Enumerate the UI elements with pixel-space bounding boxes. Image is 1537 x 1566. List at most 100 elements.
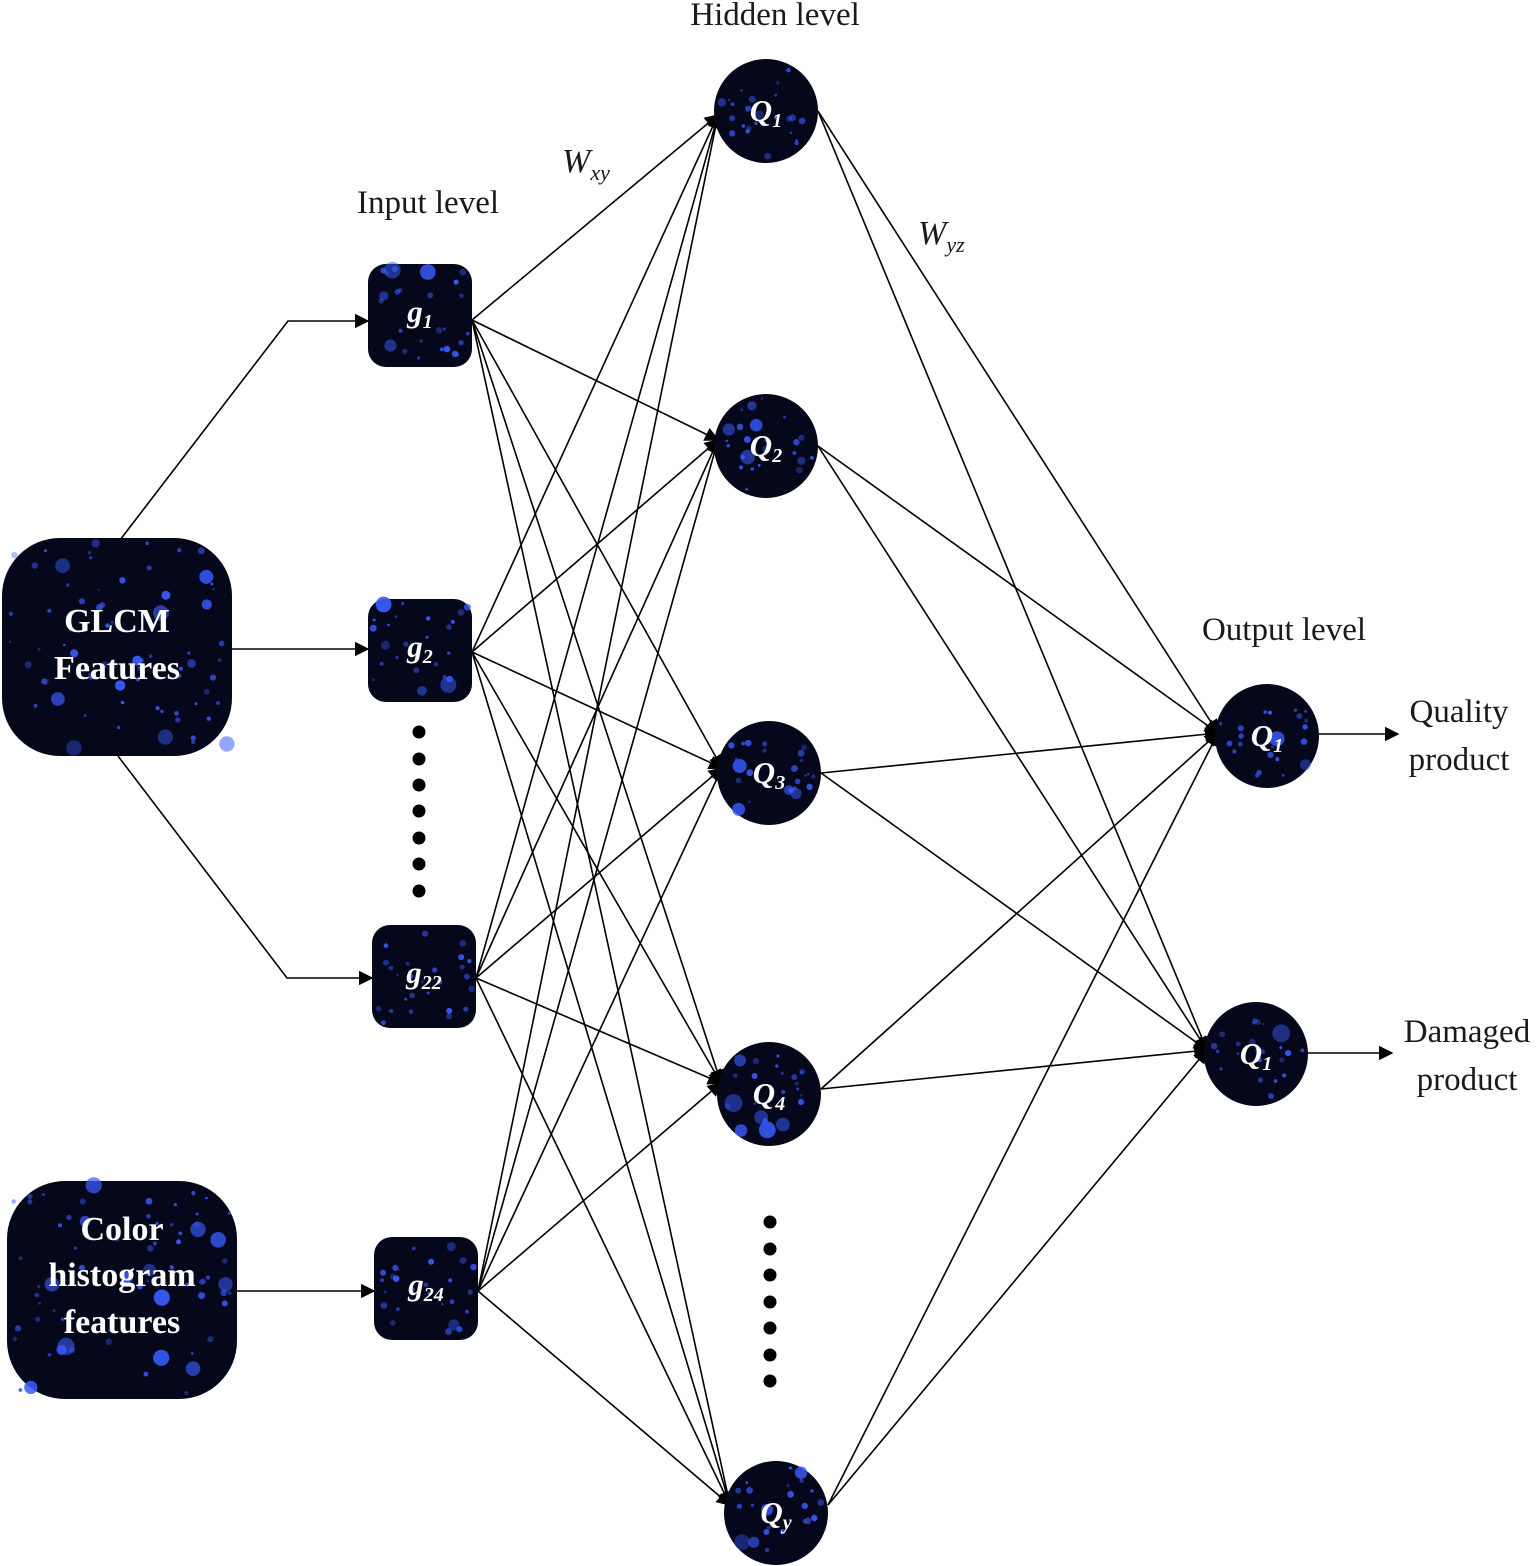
bokeh-dot (205, 1196, 208, 1200)
color-histogram-features-box: Color histogram features (7, 1177, 237, 1399)
bokeh-dot (734, 1124, 748, 1137)
bokeh-dot (177, 548, 182, 553)
bokeh-dot (382, 959, 390, 966)
bokeh-dot (798, 434, 805, 441)
edge-hidden-1-output-1 (817, 445, 1208, 1052)
bokeh-dot (190, 735, 196, 741)
bokeh-dot (1296, 713, 1303, 720)
bokeh-dot (222, 1258, 228, 1264)
bokeh-dot (169, 1222, 174, 1227)
bokeh-dot (446, 624, 452, 630)
bokeh-dot (78, 1264, 86, 1271)
edge-input-0-hidden-0 (471, 114, 720, 321)
bokeh-dot (761, 1503, 773, 1516)
input-node-g2: g2 (368, 596, 472, 702)
bokeh-dot (748, 800, 751, 803)
output-node-quality: Q1 (1215, 684, 1319, 788)
bokeh-dot (1269, 731, 1285, 747)
bokeh-dot (750, 1503, 754, 1507)
bokeh-dot (436, 979, 443, 985)
output-node-damaged: Q1 (1204, 1002, 1308, 1106)
hidden-nodes: Q1 Q2 Q3 Q4 Qy (714, 59, 828, 1565)
bokeh-dot (417, 356, 421, 360)
bokeh-dot (174, 711, 179, 716)
bokeh-dot (66, 740, 82, 756)
bokeh-dot (746, 769, 754, 777)
bokeh-dot (787, 1490, 794, 1498)
bokeh-dot (24, 1380, 38, 1394)
bokeh-dot (728, 742, 735, 749)
edge-hidden-4-output-0 (827, 731, 1219, 1506)
bokeh-dot (760, 397, 764, 400)
bokeh-dot (1219, 722, 1223, 726)
bokeh-dot (817, 1499, 825, 1506)
bokeh-dot (1285, 1050, 1292, 1057)
bokeh-dot (766, 1525, 771, 1530)
bokeh-dot (1267, 1092, 1274, 1099)
bokeh-dot (810, 1489, 814, 1493)
bokeh-dot (1260, 1049, 1266, 1055)
edge-input-1-hidden-0 (471, 113, 720, 653)
bokeh-dot (757, 463, 761, 467)
bokeh-dot (1258, 725, 1261, 729)
bokeh-dot (1300, 738, 1308, 745)
bokeh-dot (457, 609, 465, 616)
bokeh-dot (395, 655, 399, 660)
bokeh-dot (89, 676, 93, 680)
bokeh-dot (1219, 1067, 1223, 1071)
input-node-g24: g24 (374, 1237, 478, 1340)
bokeh-dot (1235, 1041, 1241, 1047)
bokeh-dot (146, 565, 152, 571)
bokeh-dot (786, 1483, 790, 1488)
bokeh-dot (38, 1301, 41, 1305)
bokeh-dot (47, 1352, 52, 1357)
bokeh-dot (206, 1275, 211, 1280)
bokeh-dot (14, 1325, 22, 1332)
bokeh-dot (800, 1070, 803, 1074)
bokeh-dot (1237, 725, 1244, 732)
bokeh-dot (1300, 1048, 1305, 1053)
bokeh-dot (446, 1007, 453, 1014)
bokeh-dot (451, 620, 455, 624)
bokeh-dot (396, 973, 399, 977)
bokeh-dot (801, 744, 807, 751)
bokeh-dot (1210, 1042, 1218, 1050)
bokeh-dot (730, 102, 735, 107)
bokeh-dot (195, 1212, 199, 1216)
bokeh-dot (375, 1005, 382, 1012)
bokeh-dot (788, 1466, 793, 1470)
bokeh-dot (794, 778, 801, 785)
bokeh-dot (1249, 1038, 1256, 1046)
color-label-line1: Color (80, 1211, 163, 1248)
bokeh-dot (78, 598, 85, 605)
bokeh-dot (97, 588, 100, 592)
bokeh-dot (463, 1006, 469, 1012)
input-node-g22: g22 (372, 925, 476, 1028)
bokeh-dot (105, 623, 110, 628)
bokeh-dot (751, 1073, 758, 1079)
hidden-node-qy: Qy (724, 1461, 828, 1565)
bokeh-dot (408, 974, 414, 979)
bokeh-dot (44, 549, 47, 553)
bokeh-dot (105, 1338, 113, 1346)
bokeh-dot (724, 1094, 743, 1113)
damaged-label-line2: product (1417, 1062, 1518, 1098)
edge-hidden-2-output-0 (820, 727, 1220, 774)
bokeh-dot (417, 685, 427, 696)
bokeh-dot (199, 1279, 205, 1285)
svg-text:Q3: Q3 (753, 755, 785, 794)
bokeh-dot (409, 992, 416, 999)
bokeh-dot (89, 556, 93, 560)
hidden-node-q1: Q1 (714, 59, 818, 163)
bokeh-dot (459, 293, 464, 298)
bokeh-dot (780, 1071, 784, 1075)
bokeh-dot (96, 604, 103, 611)
bokeh-dot (403, 641, 409, 647)
bokeh-dot (774, 116, 777, 120)
bokeh-dot (752, 1057, 760, 1065)
bokeh-dot (796, 1087, 800, 1091)
bokeh-dot (404, 997, 408, 1001)
bokeh-dot (24, 661, 32, 669)
bokeh-dot (427, 1292, 431, 1295)
